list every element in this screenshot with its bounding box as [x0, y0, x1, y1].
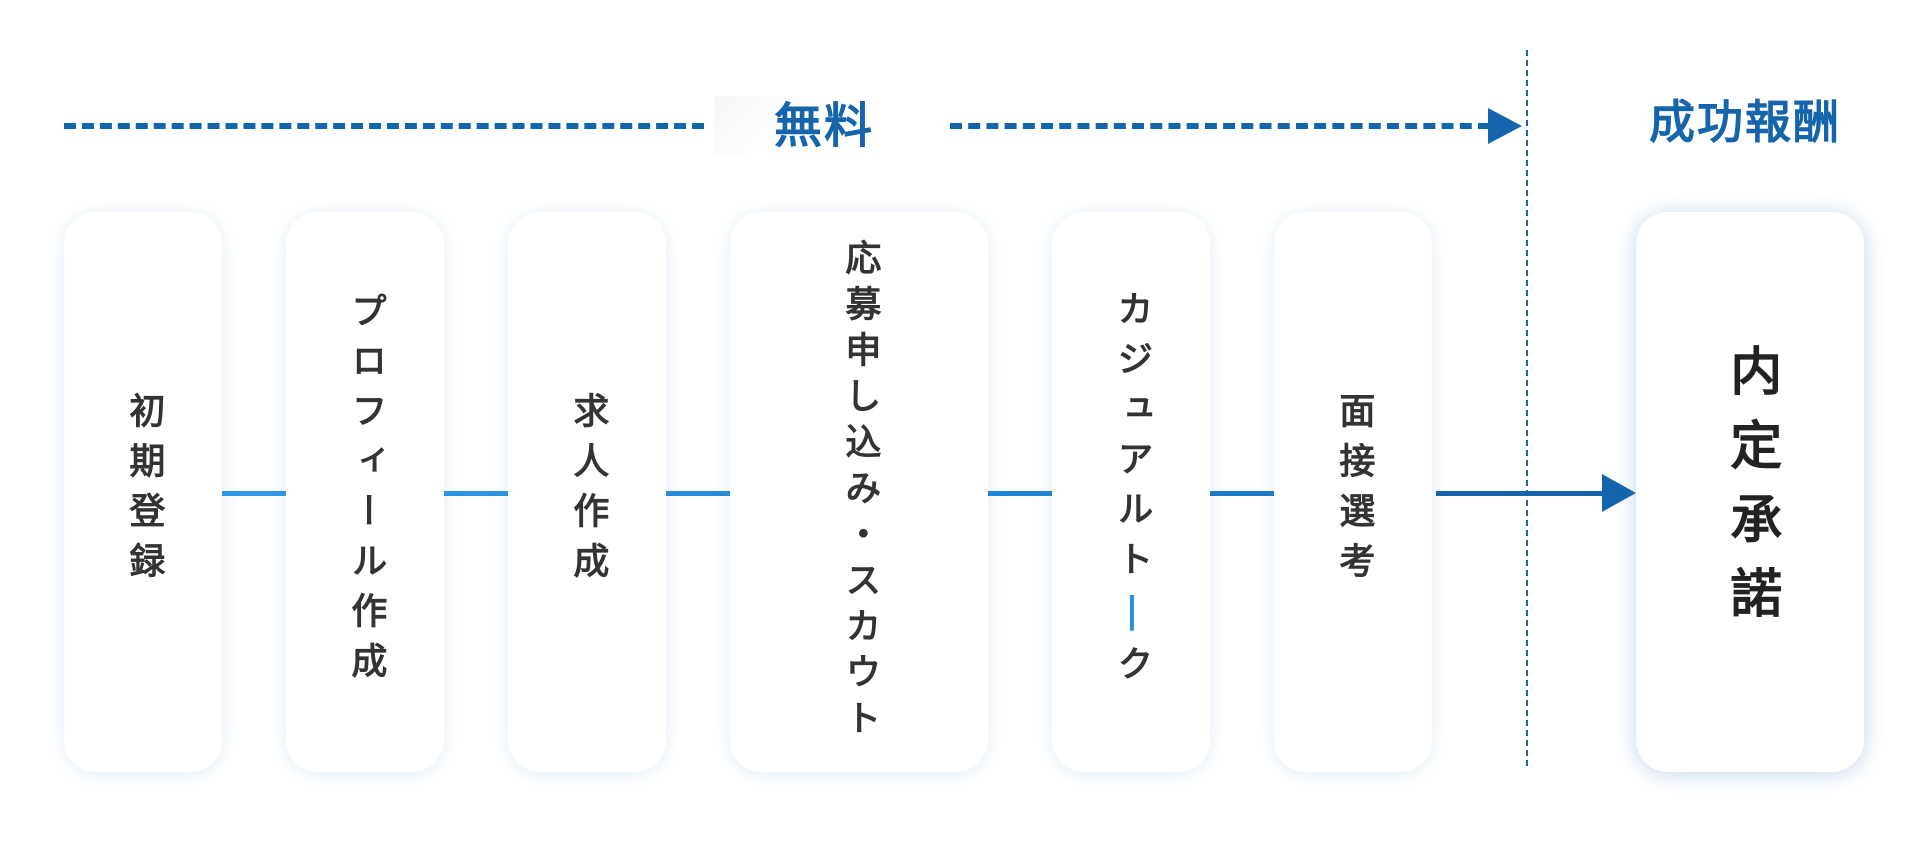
step-label: 求人作成 [567, 392, 609, 592]
step-card-application-scout: 応募申し込み・スカウト [730, 212, 988, 772]
step-label-text: ク [1111, 644, 1153, 695]
step-card-offer-acceptance: 内定承諾 [1636, 212, 1864, 772]
step-card-interview: 面接選考 [1274, 212, 1432, 772]
success-fee-label: 成功報酬 [1649, 95, 1841, 149]
step-card-initial-registration: 初期登録 [64, 212, 222, 772]
phase-divider [1526, 50, 1528, 766]
free-phase-dashed-line-right [950, 123, 1490, 129]
step-label-separator: ・ [839, 515, 881, 561]
step-label-text: カジュアルト [1111, 289, 1153, 590]
step-connector [222, 491, 286, 496]
step-label-long-vowel-mark: | [1111, 589, 1153, 645]
final-step-label: 内定承諾 [1720, 344, 1781, 640]
final-arrow-line [1436, 491, 1606, 496]
step-connector [1210, 491, 1274, 496]
step-label: カジュアルト|ク [1108, 290, 1155, 695]
step-card-casual-talk: カジュアルト|ク [1052, 212, 1210, 772]
step-card-job-creation: 求人作成 [508, 212, 666, 772]
step-label: 面接選考 [1333, 392, 1375, 592]
step-connector [444, 491, 508, 496]
step-connector [988, 491, 1052, 496]
free-phase-dashed-line-left [64, 123, 704, 129]
step-label-column-scout: スカウト [839, 561, 881, 745]
free-phase-label: 無料 [714, 96, 934, 156]
step-connector [666, 491, 730, 496]
step-label: 初期登録 [123, 392, 165, 592]
step-label: プロフィール作成 [345, 292, 387, 692]
free-phase-arrowhead-icon [1488, 108, 1522, 144]
final-arrowhead-icon [1602, 474, 1636, 512]
step-label-column-application: 応募申し込み [839, 239, 881, 515]
step-card-profile-creation: プロフィール作成 [286, 212, 444, 772]
step-label: 応募申し込み・スカウト [836, 239, 883, 745]
